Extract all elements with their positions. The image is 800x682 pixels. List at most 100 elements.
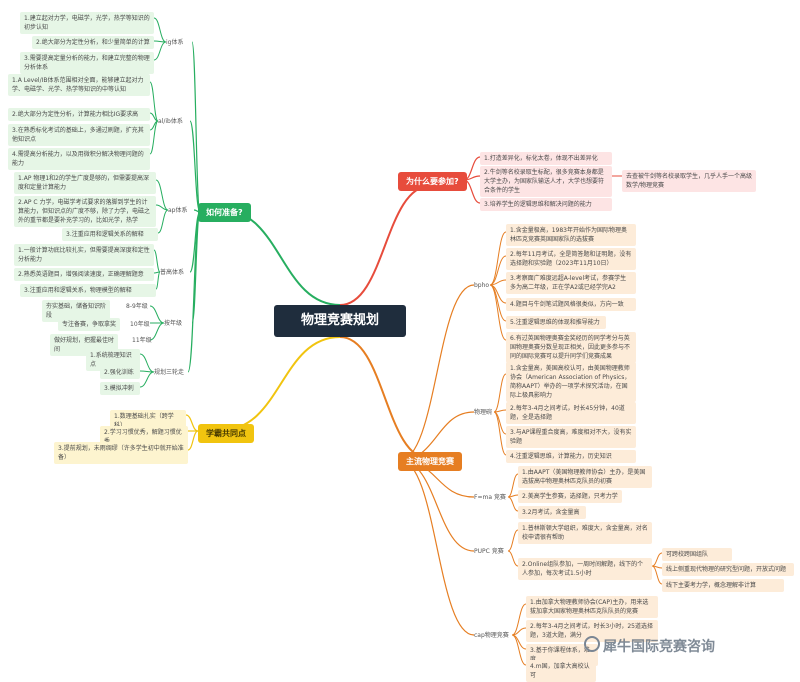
connector-al-0: [149, 81, 159, 122]
fma-item-1: 1.由AAPT（美国物理教师协会）主办，是美国选拔高中物理奥林匹克队员的初赛: [518, 466, 652, 488]
watermark-logo-icon: [584, 636, 600, 652]
connector-common: [221, 336, 341, 431]
al-item-2: 2.绝大部分为定性分析，计算能力相比IG要求高: [8, 108, 150, 121]
connector-bpho-5: [489, 284, 507, 341]
bpho-label: bpho: [474, 282, 490, 289]
connector-why: [339, 185, 431, 306]
connector-ap-0: [155, 179, 169, 211]
connector-general-2: [155, 271, 161, 290]
connector-ig-0: [153, 17, 167, 43]
plan-label: 规划三轮走: [154, 369, 185, 376]
branch-main: 主流物理竞赛: [398, 452, 462, 471]
connector-ig-2: [153, 41, 167, 61]
connector-grade-2: [149, 322, 165, 341]
connector-wlb-0: [493, 373, 507, 413]
pupc-label: PUPC 竞赛: [474, 548, 504, 555]
bpho-item-5: 5.注重逻辑思维的体现和推导能力: [506, 316, 606, 329]
grade-row-2-grade: 10年级: [130, 321, 150, 328]
pupc-sub-3: 线下主要考力学，概念理解非计算: [662, 579, 784, 592]
pupc-item-2: 2.Online组队参加，一周时间解题，线下的个人参加，每次考试1.5小时: [518, 558, 652, 580]
fma-item-2: 2.美高学生参赛，选择题，只考力学: [518, 490, 622, 503]
fma-label: F=ma 竞赛: [474, 494, 506, 501]
why-item-2: 2.牛剑等名校录取生标配，很多竞赛本身都是大学主办，为国家队输送人才，大学也想要…: [480, 166, 612, 197]
connector-cap-0: [511, 603, 527, 636]
branch-prep: 如何准备?: [198, 203, 251, 222]
connector-fma-2: [507, 496, 519, 512]
bpho-item-3: 3.考察面广难度远超A-level考试，参赛学生多为高二年级，正在学A2或已经学…: [506, 272, 636, 294]
wlb-item-4: 4.注重逻辑思维，计算能力，历史知识: [506, 450, 636, 463]
grade-row-3-grade: 11年级: [132, 337, 152, 344]
ig-item-3: 3.需要提高定量分析的能力，和建立完整的物理分析体系: [20, 52, 154, 74]
general-item-1: 1.一般计算功底比较扎实，但需要提高深度和定性分析能力: [14, 244, 154, 266]
grade-row-1-grade: 8-9年级: [126, 303, 148, 310]
cap-item-2: 2.每年3-4月之间考试，时长3小时，25道选择题，3道大题，满分: [526, 620, 658, 642]
pupc-sub-2: 线上侧重现代物理的研究型问题，开放式问题: [662, 563, 794, 576]
connector-common-2: [187, 430, 199, 451]
cap-item-4: 4.m国，加拿大高校认可: [526, 660, 596, 682]
grade-row-2: 专注备赛，争取拿奖: [58, 318, 120, 331]
branch-why: 为什么要参加?: [398, 172, 467, 191]
grade-label: 按年级: [164, 320, 183, 327]
plan-item-2: 2.强化训练: [100, 366, 140, 379]
branch-common: 学霸共同点: [198, 424, 254, 443]
why-note: 去查被牛剑等名校录取学生，几乎人手一个高级数学/物理竞赛: [622, 170, 756, 192]
why-item-1: 1.打造差异化，标化太卷，体现不出差异化: [480, 152, 612, 165]
al-item-4: 4.需提高分析能力，以及用微积分解决物理问题的能力: [8, 148, 150, 170]
fma-item-3: 3.2月考试，含金量高: [518, 506, 586, 519]
connector-wlb-3: [493, 411, 507, 456]
connector-fma-0: [507, 473, 519, 498]
connector-grade-0: [149, 305, 165, 324]
pupc-sub-1: 可跨校跨国组队: [662, 548, 732, 561]
connector-pupc-sub-0: [651, 552, 663, 567]
connector-main-group-3: [399, 459, 475, 552]
bpho-item-1: 1.含金量极高，1983年开始作为国际物理奥林匹克竞赛英国国家队的选拔赛: [506, 224, 636, 246]
ig-item-2: 2.绝大部分为定性分析，和少量简单的计算: [32, 36, 154, 49]
general-item-3: 3.注重应用和逻辑关系，物理模型的解释: [20, 284, 156, 297]
general-item-2: 2.熟悉英语题目，增强阅读速度，正确理解题意: [14, 268, 154, 281]
al-item-3: 3.在熟悉标化考试的基础上，多通过刷题，扩充其他知识点: [8, 124, 150, 146]
watermark: 犀牛国际竞赛咨询: [603, 639, 715, 655]
connector-main-group-0: [399, 284, 475, 461]
al-item-1: 1.A Level/IB体系范围相对全面，能够建立起对力学、电磁学、光学、热学等…: [8, 74, 150, 96]
bpho-item-6: 6.有过英国物理奥赛金奖经历的同学考分与英国物理奥赛分数呈现正相关，因此更多参与…: [506, 332, 636, 363]
why-item-3: 3.培养学生的逻辑思维和解决问题的能力: [480, 198, 612, 211]
wlb-item-3: 3.与AP课程重合度高，难度相对不大，没有实验题: [506, 426, 636, 448]
connector-pupc-1: [507, 550, 519, 567]
grade-row-1: 夯实基础，储备知识阶段: [42, 300, 110, 322]
bpho-item-2: 2.每年11月考试，全是简答题和证明题，没有选择题和实验题（2023年11月10…: [506, 248, 636, 270]
ig-label: ig体系: [166, 39, 184, 46]
connector-pupc-0: [507, 529, 519, 552]
ap-item-3: 3.注重应用和逻辑关系的解释: [62, 228, 158, 241]
connector-ap-1: [155, 204, 169, 211]
cap-label: cap物理竞赛: [474, 632, 509, 639]
plan-item-3: 3.模拟冲刺: [100, 382, 140, 395]
connector-prep-group-5: [187, 211, 201, 373]
pupc-item-1: 1.普林斯顿大学组织，难度大，含金量高，对名校申请很有帮助: [518, 522, 652, 544]
ap-item-2: 2.AP C 力学，电磁学考试要求的落脚到学生的计算能力，但知识点的广度不够，除…: [14, 196, 156, 227]
connector-prep: [221, 209, 341, 306]
common-item-3: 3.提前规划，未雨绸缪（许多学生初中就开始准备）: [54, 442, 188, 464]
ap-item-1: 1.AP 物理1和2的学生广度是够的，但需要提高深度和定量计算能力: [14, 172, 156, 194]
wlb-label: 物理碗: [474, 409, 493, 416]
connector-al-3: [149, 120, 159, 155]
cap-item-1: 1.由加拿大物理教师协会(CAP)主办，用来选拔加拿大国家物理奥林匹克队队员的竞…: [526, 596, 658, 618]
wlb-item-2: 2.每年3-4月之间考试，时长45分钟，40道题，全是选择题: [506, 402, 636, 424]
connector-bpho-1: [489, 255, 507, 286]
bpho-item-4: 4.题目与牛剑笔试题风格很类似，方向一致: [506, 298, 636, 311]
connector-bpho-0: [489, 231, 507, 286]
connector-pupc-sub-2: [651, 565, 663, 585]
connector-ap-2: [157, 209, 169, 234]
ap-label: ap体系: [168, 207, 188, 214]
connector-main: [339, 336, 431, 460]
connector-cap-3: [511, 634, 527, 666]
connector-plan-2: [139, 371, 155, 388]
center-title: 物理竞赛规划: [274, 305, 406, 337]
plan-item-1: 1.系统梳理知识点: [86, 349, 140, 371]
ig-item-1: 1.建立起对力学，电磁学，光学，热学等知识的初步认知: [20, 12, 154, 34]
connector-general-0: [153, 249, 161, 273]
connector-plan-0: [139, 353, 155, 373]
wlb-item-1: 1.含金量高，美国高校认可，由美国物理教师协会（American Associa…: [506, 362, 636, 402]
al-label: al/ib体系: [158, 118, 183, 125]
connector-cap-1: [511, 627, 527, 636]
